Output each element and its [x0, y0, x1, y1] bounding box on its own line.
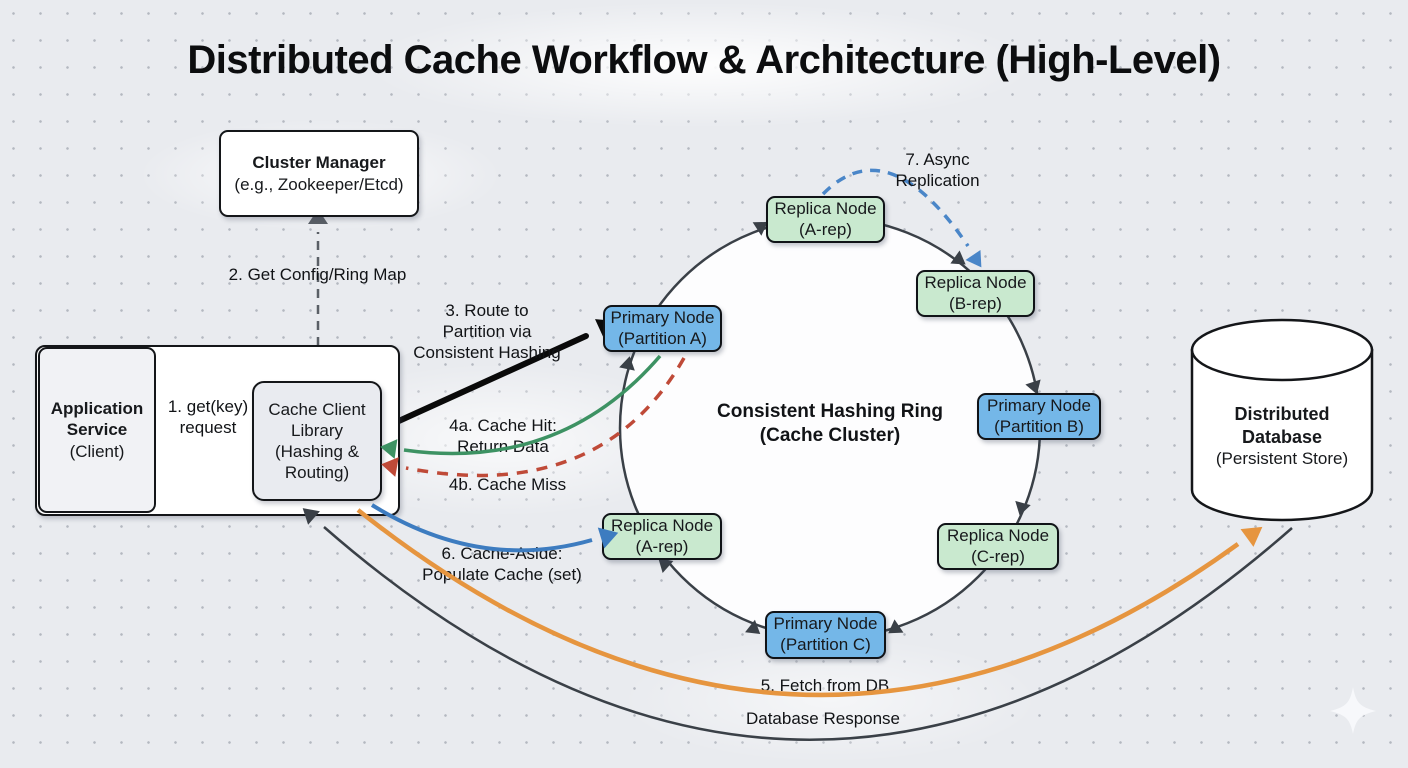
edge-label-cache-hit: 4a. Cache Hit: Return Data [449, 416, 557, 457]
node-replica-a-bottom: Replica Node (A-rep) [602, 513, 722, 560]
edge-label-db-response: Database Response [745, 709, 901, 728]
node-subtitle: (C-rep) [971, 546, 1025, 566]
node-primary-partition-a: Primary Node (Partition A) [603, 305, 722, 352]
cluster-manager-title: Cluster Manager [252, 153, 386, 173]
edge-label-async-repl: 7. Async Replication [895, 150, 980, 191]
node-primary-partition-c: Primary Node (Partition C) [765, 611, 886, 659]
sparkle-icon [1330, 687, 1376, 734]
edge-label-get-key: 1. get(key) request [167, 397, 249, 438]
edge-label-cache-miss: 4b. Cache Miss [448, 475, 567, 494]
page-title: Distributed Cache Workflow & Architectur… [187, 38, 1221, 82]
node-subtitle: (Partition C) [780, 635, 871, 654]
node-replica-a-top: Replica Node (A-rep) [766, 196, 885, 243]
application-service-box: Application Service (Client) [38, 347, 156, 513]
node-subtitle: (Partition B) [994, 416, 1084, 436]
node-replica-b: Replica Node (B-rep) [916, 270, 1035, 317]
ring-label-line1: Consistent Hashing Ring [717, 401, 943, 422]
node-subtitle: (Partition A) [618, 328, 707, 348]
edge-label-fetch-db: 5. Fetch from DB [760, 676, 890, 695]
edge-label-cache-aside: 6. Cache-Aside: Populate Cache (set) [422, 544, 582, 585]
database-subtitle: (Persistent Store) [1215, 449, 1349, 469]
database-cylinder [1190, 318, 1374, 522]
node-subtitle: (A-rep) [635, 536, 689, 556]
application-service-title: Application Service [50, 399, 144, 440]
node-title: Primary Node [987, 395, 1091, 415]
node-subtitle: (A-rep) [799, 219, 852, 239]
node-title: Replica Node [924, 272, 1027, 292]
cluster-manager-subtitle: (e.g., Zookeeper/Etcd) [234, 174, 404, 194]
ring-label-line2: (Cache Cluster) [759, 424, 901, 446]
node-primary-partition-b: Primary Node (Partition B) [977, 393, 1101, 440]
cache-client-library-box: Cache Client Library (Hashing & Routing) [252, 381, 382, 501]
async-replication-arrow [821, 168, 982, 268]
database-title: Distributed Database [1234, 404, 1330, 447]
node-title: Primary Node [773, 614, 878, 634]
application-service-subtitle: (Client) [69, 441, 125, 461]
edge-label-get-config: 2. Get Config/Ring Map [228, 265, 407, 284]
cache-client-title: Cache Client Library [268, 399, 366, 440]
database-label: Distributed Database (Persistent Store) [1207, 403, 1357, 470]
node-title: Replica Node [610, 515, 714, 535]
node-title: Replica Node [946, 525, 1050, 545]
node-title: Replica Node [774, 198, 877, 218]
ring-label: Consistent Hashing Ring (Cache Cluster) [705, 400, 955, 447]
node-title: Primary Node [610, 307, 715, 327]
cache-client-subtitle: (Hashing & Routing) [274, 442, 360, 483]
cluster-manager-box: Cluster Manager (e.g., Zookeeper/Etcd) [219, 130, 419, 217]
node-subtitle: (B-rep) [949, 293, 1002, 313]
node-replica-c: Replica Node (C-rep) [937, 523, 1059, 570]
edge-label-route: 3. Route to Partition via Consistent Has… [413, 301, 561, 363]
